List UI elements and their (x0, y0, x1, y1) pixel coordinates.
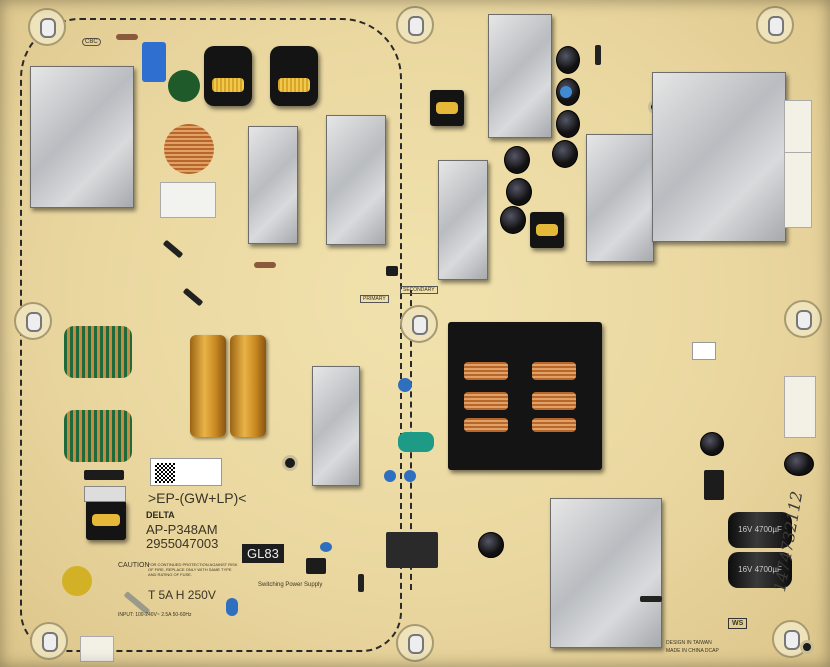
qr-label (150, 458, 222, 486)
heatsink (586, 134, 654, 262)
small-transformer (530, 212, 564, 248)
heatsink (438, 160, 488, 280)
heatsink (312, 366, 360, 486)
mounting-hole (756, 6, 794, 44)
regulator (704, 470, 724, 500)
output-heatsink (652, 72, 786, 242)
qr-label (692, 342, 716, 360)
x-capacitor (142, 42, 166, 82)
diode (358, 574, 364, 592)
mounting-hole (14, 302, 52, 340)
line-filter-inductor (64, 410, 132, 462)
switching-label: Switching Power Supply (258, 582, 323, 588)
ceramic-capacitor (404, 470, 416, 482)
ceramic-capacitor (226, 598, 238, 616)
toroid-inductor (164, 124, 214, 174)
input-rating: INPUT: 100-240V~ 2.5A 50-60Hz (118, 612, 192, 618)
resistor (116, 34, 138, 40)
via-hole (800, 640, 814, 654)
mounting-hole (396, 6, 434, 44)
relay (386, 532, 438, 568)
diode (640, 596, 662, 602)
capacitor (506, 178, 532, 206)
code-badge: GL83 (242, 544, 284, 563)
input-choke-shield (30, 66, 134, 208)
line-filter-inductor (64, 326, 132, 378)
diode (595, 45, 601, 65)
ac-input-connector (80, 636, 114, 662)
caution-text: FOR CONTINUED PROTECTION AGAINST RISK OF… (148, 562, 238, 577)
capacitor (784, 452, 814, 476)
capacitor (700, 432, 724, 456)
secondary-label: SECONDARY (400, 286, 438, 294)
mounting-hole (396, 624, 434, 662)
heatsink (248, 126, 298, 244)
optocoupler (386, 266, 398, 276)
capacitor (504, 146, 530, 174)
small-transformer (86, 500, 126, 540)
cement-resistors (160, 182, 216, 218)
delta-logo: DELTA (146, 510, 175, 520)
made-label: MADE IN CHINA DCAP (666, 648, 719, 654)
thermistor (62, 566, 92, 596)
cbc-mark: CBC (82, 38, 101, 46)
mounting-hole (784, 300, 822, 338)
serial-number: 2955047003 (146, 536, 219, 551)
output-connector (784, 152, 812, 228)
model-tag: >EP-(GW+LP)< (148, 490, 247, 506)
resistor (254, 262, 276, 268)
mounting-hole (400, 305, 438, 343)
y-capacitor (398, 432, 434, 452)
bridge-rectifier (84, 486, 126, 502)
mounting-hole (28, 8, 66, 46)
varistor (168, 70, 200, 102)
capacitor (478, 532, 504, 558)
bridge-rectifier (84, 470, 124, 480)
bulk-capacitor (190, 335, 226, 437)
primary-label: PRIMARY (360, 295, 389, 303)
capacitor (556, 46, 580, 74)
signal-connector (784, 376, 816, 438)
common-mode-choke (270, 46, 318, 106)
caution-title: CAUTION (118, 562, 150, 569)
main-transformer (448, 322, 602, 470)
output-capacitor: 16V 4700µF (728, 512, 792, 548)
heatsink (550, 498, 662, 648)
ceramic-capacitor (384, 470, 396, 482)
output-connector (784, 100, 812, 154)
common-mode-choke (204, 46, 252, 106)
small-transformer (430, 90, 464, 126)
heatsink (326, 115, 386, 245)
output-capacitor: 16V 4700µF (728, 552, 792, 588)
ceramic-capacitor (560, 86, 572, 98)
mounting-hole (30, 622, 68, 660)
via-hole (282, 455, 298, 471)
design-label: DESIGN IN TAIWAN (666, 640, 712, 646)
ceramic-capacitor (398, 378, 412, 392)
capacitor (500, 206, 526, 234)
ws-mark: WS (728, 618, 748, 629)
bulk-capacitor (230, 335, 266, 437)
capacitor (552, 140, 578, 168)
pwm-controller-ic (306, 558, 326, 574)
fuse-rating: T 5A H 250V (148, 588, 216, 602)
ceramic-capacitor (320, 542, 332, 552)
heatsink (488, 14, 552, 138)
capacitor (556, 110, 580, 138)
part-number: AP-P348AM (146, 522, 218, 537)
